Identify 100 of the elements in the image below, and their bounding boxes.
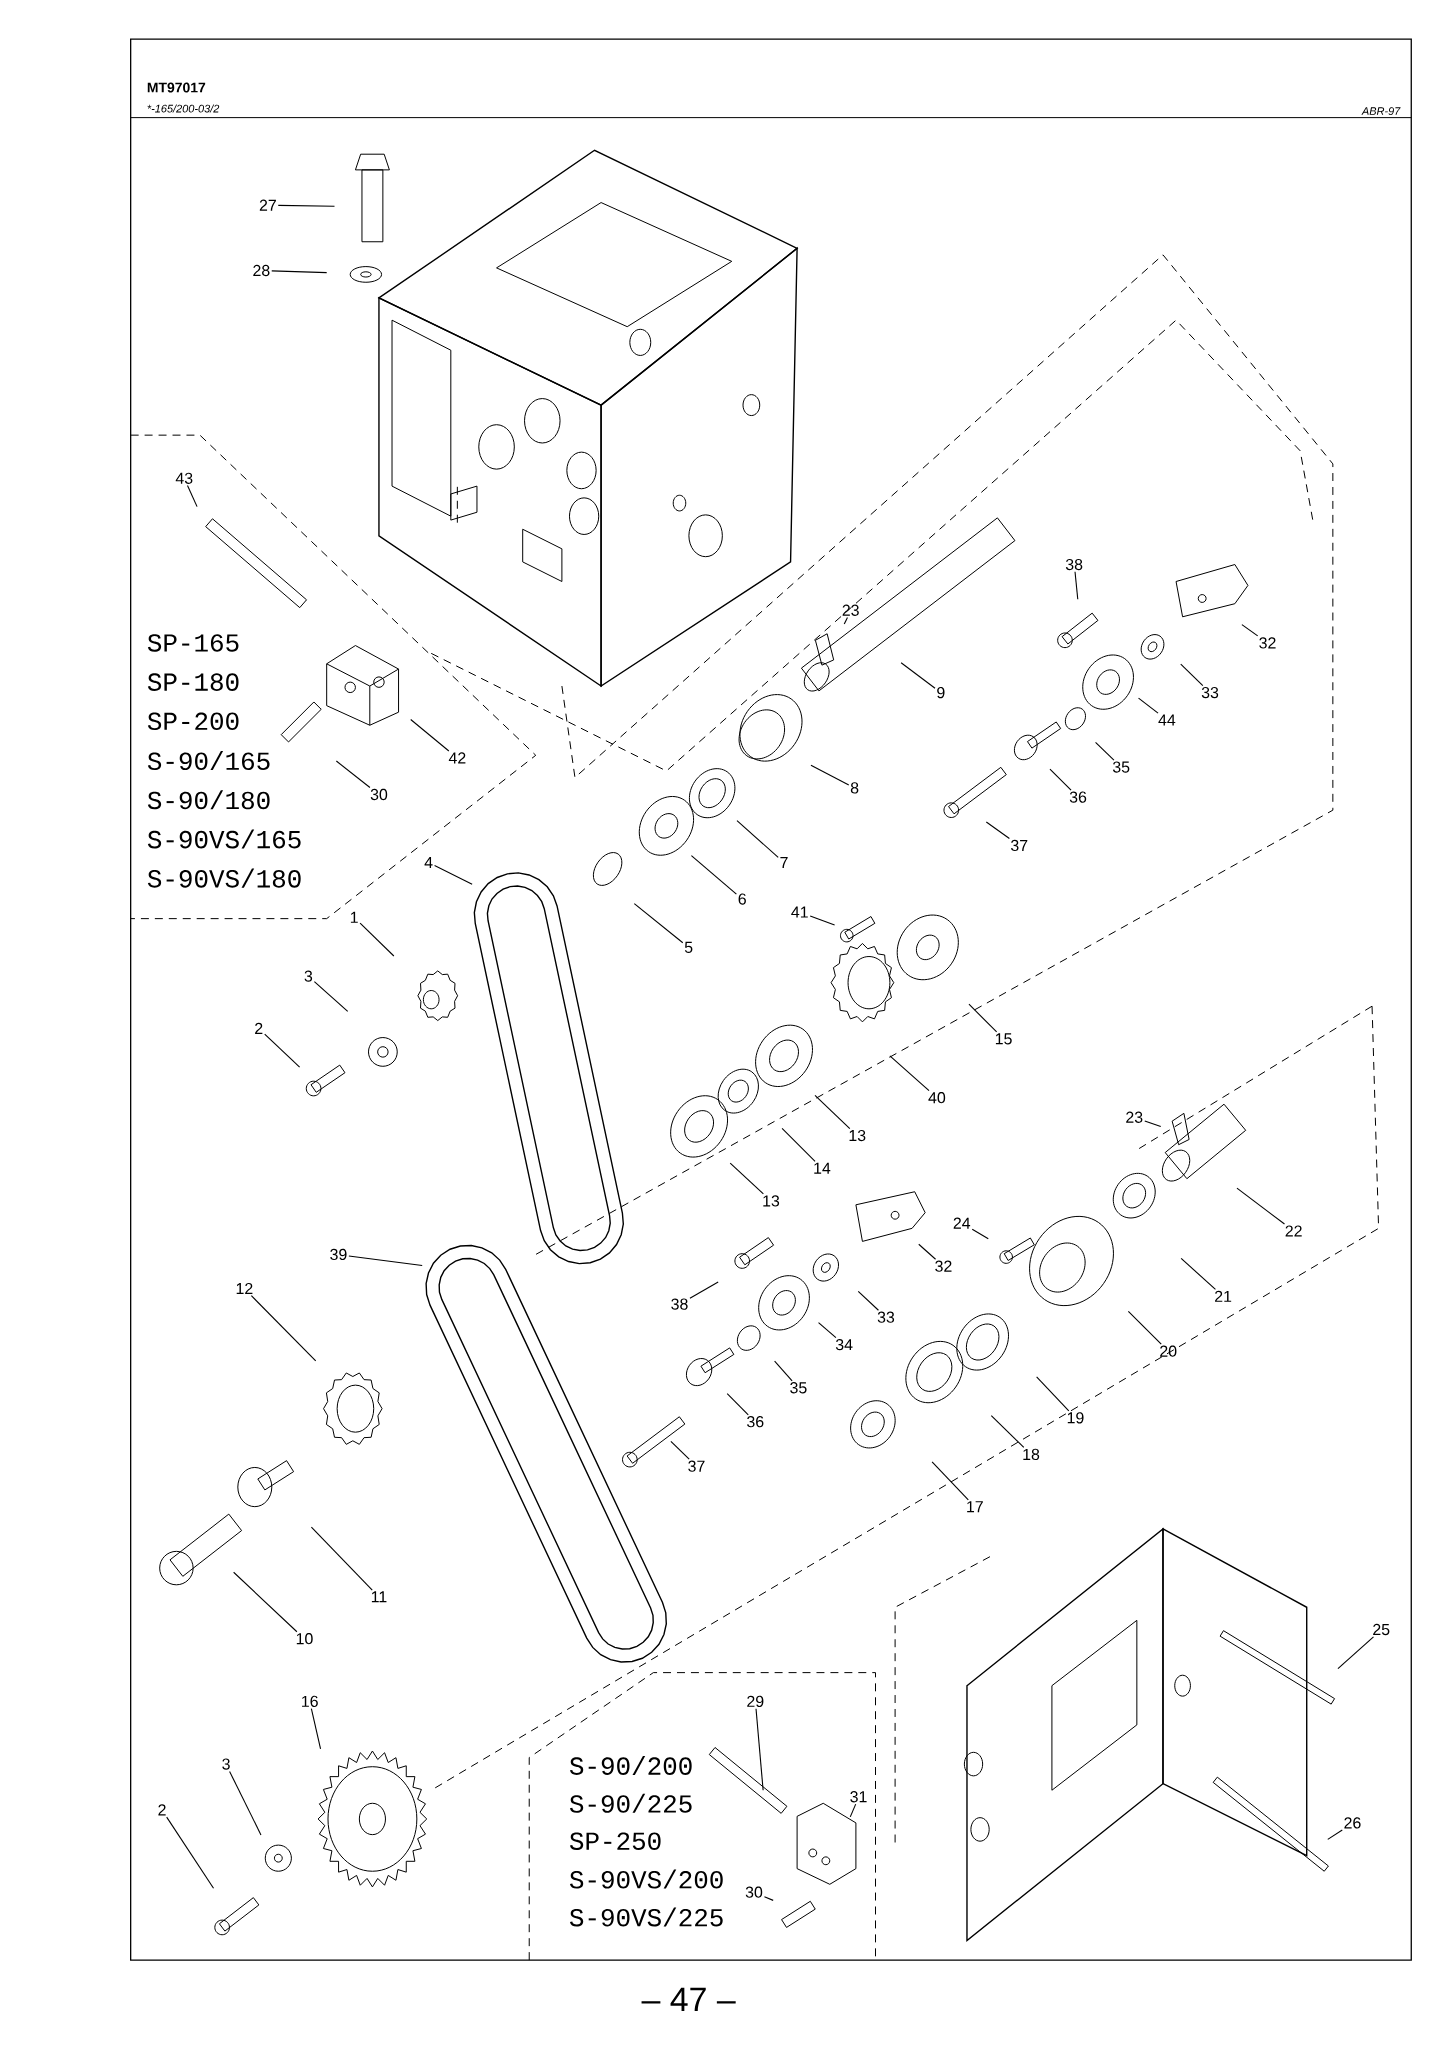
- leader-line: [1095, 741, 1115, 761]
- leader-line: [1180, 1257, 1216, 1290]
- leader-line: [900, 662, 936, 689]
- leader-line: [229, 1770, 262, 1836]
- callout-number: 26: [1344, 1817, 1361, 1829]
- leader-line: [1241, 624, 1259, 637]
- callout-number: 13: [763, 1195, 780, 1207]
- leader-line: [968, 1003, 998, 1033]
- leader-line: [186, 484, 198, 508]
- leader-line: [310, 1526, 373, 1591]
- leader-line: [310, 1708, 322, 1750]
- leader-line: [166, 1816, 215, 1889]
- leader-line: [1138, 697, 1159, 714]
- leader-line: [690, 855, 737, 895]
- callout-number: 23: [842, 604, 859, 616]
- model-name: S-90VS/200: [569, 1869, 723, 1889]
- leader-line: [1144, 1120, 1162, 1127]
- callout-number: 21: [1215, 1290, 1232, 1302]
- leader-line: [736, 820, 779, 858]
- callout-number: 35: [1112, 761, 1130, 773]
- callout-number: 15: [995, 1033, 1012, 1045]
- leader-line: [810, 764, 850, 786]
- model-name: S-90/200: [569, 1755, 692, 1775]
- callout-number: 19: [1067, 1412, 1084, 1424]
- leader-line: [359, 922, 395, 957]
- leader-line: [233, 1571, 298, 1633]
- callout-number: 33: [1201, 686, 1219, 699]
- callout-number: 36: [747, 1416, 764, 1428]
- model-name: S-90VS/225: [569, 1907, 723, 1927]
- leader-line: [1236, 1187, 1286, 1225]
- leader-line: [843, 616, 848, 625]
- callout-number: 6: [738, 893, 746, 905]
- callout-number: 2: [158, 1804, 166, 1816]
- callout-number: 37: [1011, 839, 1028, 852]
- model-name: S-90/180: [147, 790, 270, 810]
- callout-number: 28: [253, 264, 270, 277]
- callout-number: 10: [296, 1633, 313, 1645]
- leader-line: [971, 1228, 989, 1240]
- callout-number: 7: [780, 856, 788, 868]
- model-name: S-90VS/180: [147, 868, 301, 888]
- leader-line: [849, 1803, 857, 1818]
- callout-number: 33: [877, 1311, 895, 1323]
- leader-line: [918, 1243, 937, 1260]
- model-name: S-90/165: [147, 751, 270, 771]
- callout-number: 29: [747, 1695, 764, 1707]
- callout-number: 14: [814, 1162, 831, 1174]
- callout-number: 42: [448, 752, 466, 764]
- callout-number: 31: [850, 1791, 867, 1803]
- callout-number: 25: [1373, 1623, 1390, 1636]
- callout-number: 3: [304, 970, 313, 982]
- callout-number: 17: [967, 1501, 983, 1513]
- leader-line: [726, 1393, 749, 1416]
- leader-line: [755, 1708, 764, 1791]
- document-code: MT97017: [147, 82, 206, 93]
- model-name: S-90VS/165: [147, 829, 301, 849]
- leader-line: [277, 204, 336, 207]
- leader-line: [689, 1281, 719, 1299]
- model-name: SP-165: [147, 634, 239, 652]
- model-name: SP-250: [569, 1832, 661, 1850]
- callout-number: 38: [1065, 558, 1083, 571]
- callout-number: 30: [745, 1886, 763, 1898]
- callout-number: 4: [424, 856, 433, 868]
- leader-line: [857, 1290, 879, 1311]
- leader-line: [670, 1440, 690, 1460]
- model-name: S-90/225: [569, 1793, 692, 1813]
- leader-line: [818, 1322, 837, 1339]
- leader-line: [781, 1127, 816, 1162]
- leader-line: [889, 1055, 930, 1092]
- leader-line: [264, 1033, 301, 1068]
- leader-line: [434, 864, 473, 885]
- callout-number: 32: [935, 1260, 952, 1272]
- leader-line: [809, 915, 836, 926]
- leader-line: [250, 1295, 317, 1362]
- leader-line: [1049, 768, 1072, 791]
- leader-line: [1127, 1310, 1162, 1345]
- callout-number: 41: [791, 906, 808, 918]
- callout-number: 3: [222, 1758, 230, 1770]
- callout-number: 40: [928, 1092, 946, 1104]
- callout-number: 18: [1023, 1448, 1040, 1461]
- leader-line: [271, 270, 328, 274]
- leader-line: [633, 903, 684, 944]
- document-code: *-165/200-03/2: [147, 104, 220, 113]
- callout-number: 34: [835, 1339, 853, 1351]
- callout-number: 8: [850, 782, 859, 794]
- leader-line: [410, 718, 450, 752]
- callout-number: 9: [937, 686, 945, 699]
- callout-number: 13: [849, 1129, 866, 1142]
- leader-line: [985, 821, 1010, 839]
- callout-number: 12: [236, 1282, 253, 1294]
- model-name: SP-200: [147, 712, 239, 731]
- leader-line: [1036, 1376, 1070, 1412]
- leader-line: [1074, 571, 1079, 600]
- callout-number: 39: [330, 1248, 347, 1261]
- leader-line: [1327, 1829, 1343, 1840]
- callout-number: 11: [371, 1591, 387, 1603]
- leader-line: [763, 1896, 774, 1901]
- callout-number: 37: [688, 1460, 705, 1472]
- callout-number: 30: [370, 788, 388, 801]
- callout-number: 44: [1158, 714, 1176, 726]
- callout-number: 43: [175, 472, 193, 484]
